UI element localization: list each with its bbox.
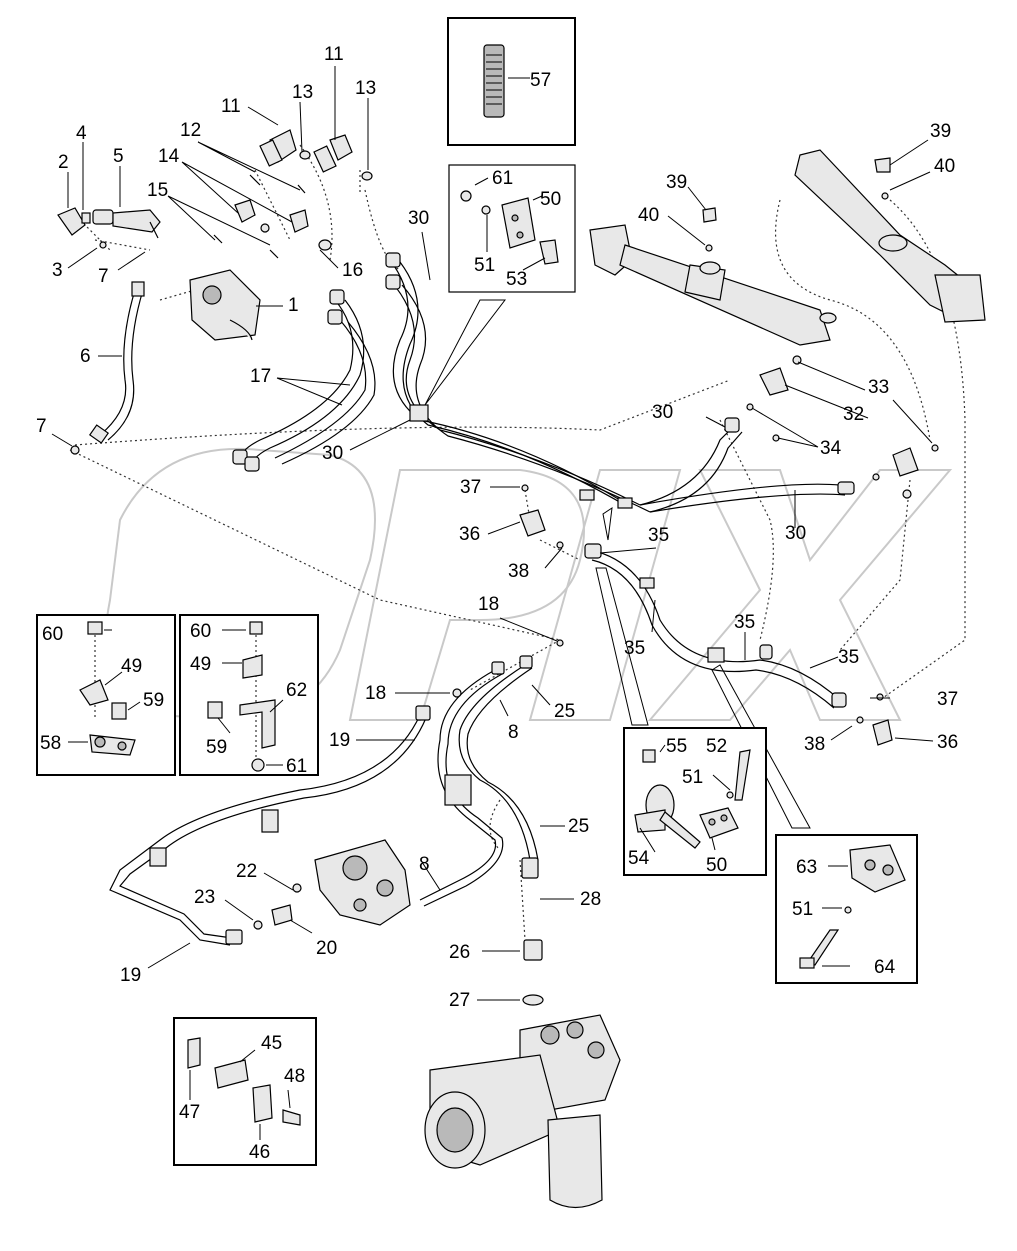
callout-label: 35 xyxy=(624,638,645,659)
callout-label: 45 xyxy=(261,1033,282,1054)
callout-label: 57 xyxy=(530,70,551,91)
callout-label: 19 xyxy=(329,730,350,751)
callout-label: 2 xyxy=(58,152,69,173)
callout-label: 26 xyxy=(449,942,470,963)
callout-label: 32 xyxy=(843,404,864,425)
callout-label: 46 xyxy=(249,1142,270,1163)
detail-box-clip xyxy=(173,1017,317,1166)
callout-label: 61 xyxy=(286,756,307,777)
callout-label: 12 xyxy=(180,120,201,141)
callout-label: 50 xyxy=(540,189,561,210)
callout-label: 4 xyxy=(76,123,87,144)
hose-6 xyxy=(70,281,145,455)
callout-label: 25 xyxy=(554,701,575,722)
callout-label: 28 xyxy=(580,889,601,910)
hoses-17 xyxy=(232,289,376,472)
callout-label: 40 xyxy=(638,205,659,226)
callout-label: 16 xyxy=(342,260,363,281)
callout-label: 13 xyxy=(292,82,313,103)
callout-label: 61 xyxy=(492,168,513,189)
callout-label: 18 xyxy=(478,594,499,615)
detail-box-bracket-b xyxy=(179,614,319,776)
callout-label: 37 xyxy=(460,477,481,498)
callout-label: 60 xyxy=(42,624,63,645)
callout-label: 59 xyxy=(143,690,164,711)
callout-label: 39 xyxy=(930,121,951,142)
callout-label: 48 xyxy=(284,1066,305,1087)
callout-label: 37 xyxy=(937,689,958,710)
fittings-center-right xyxy=(452,157,939,746)
callout-label: 8 xyxy=(508,722,519,743)
callout-labels: 1 2 4 5 3 7 6 7 11 11 13 13 12 14 15 16 … xyxy=(36,44,958,1163)
callout-label: 7 xyxy=(36,416,47,437)
callout-label: 60 xyxy=(190,621,211,642)
callout-label: 38 xyxy=(804,734,825,755)
callout-label: 5 xyxy=(113,146,124,167)
callout-label: 30 xyxy=(652,402,673,423)
callout-label: 30 xyxy=(785,523,806,544)
callout-label: 35 xyxy=(648,525,669,546)
callout-label: 53 xyxy=(506,269,527,290)
callout-label: 3 xyxy=(52,260,63,281)
callout-label: 27 xyxy=(449,990,470,1011)
callout-label: 52 xyxy=(706,736,727,757)
callout-label: 19 xyxy=(120,965,141,986)
callout-label: 6 xyxy=(80,346,91,367)
valve-block-part xyxy=(253,839,411,930)
callout-label: 54 xyxy=(628,848,650,869)
callout-label: 30 xyxy=(322,443,343,464)
callout-label: 18 xyxy=(365,683,386,704)
hydraulic-pump-part xyxy=(424,939,621,1209)
detail-box-57 xyxy=(447,17,576,146)
callout-label: 1 xyxy=(288,295,299,316)
callout-label: 49 xyxy=(190,654,211,675)
callout-label: 55 xyxy=(666,736,687,757)
callout-label: 63 xyxy=(796,857,817,878)
callout-label: 38 xyxy=(508,561,529,582)
detail-box-clamp-c xyxy=(775,834,918,984)
callout-label: 39 xyxy=(666,172,687,193)
callout-label: 11 xyxy=(324,44,344,65)
callout-label: 34 xyxy=(820,438,842,459)
tubes-8-19-25 xyxy=(109,655,539,946)
callout-label: 59 xyxy=(206,737,227,758)
callout-label: 23 xyxy=(194,887,215,908)
callout-label: 25 xyxy=(568,816,589,837)
callout-label: 51 xyxy=(474,255,495,276)
hoses-35 xyxy=(584,543,847,709)
callout-label: 40 xyxy=(934,156,955,177)
leader-lines xyxy=(51,66,934,1001)
detail-box-clamp-b xyxy=(623,727,767,876)
callout-label: 49 xyxy=(121,656,142,677)
callout-label: 64 xyxy=(874,957,896,978)
callout-label: 22 xyxy=(236,861,257,882)
fittings-upper-left xyxy=(57,129,373,259)
steering-cylinders xyxy=(589,149,986,346)
callout-label: 30 xyxy=(408,208,429,229)
callout-label: 35 xyxy=(838,647,859,668)
callout-label: 20 xyxy=(316,938,337,959)
detail-box-bracket-a xyxy=(36,614,176,776)
callout-label: 36 xyxy=(459,524,480,545)
callout-label: 62 xyxy=(286,680,307,701)
callout-label: 36 xyxy=(937,732,958,753)
callout-label: 51 xyxy=(792,899,813,920)
detail-box-clamp-a xyxy=(448,164,576,293)
callout-label: 58 xyxy=(40,733,61,754)
callout-label: 33 xyxy=(868,377,889,398)
callout-label: 7 xyxy=(98,266,109,287)
hoses-30 xyxy=(385,252,855,513)
callout-label: 51 xyxy=(682,767,703,788)
callout-label: 15 xyxy=(147,180,168,201)
steering-valve-part xyxy=(189,269,261,341)
callout-label: 35 xyxy=(734,612,755,633)
callout-label: 13 xyxy=(355,78,376,99)
callout-label: 11 xyxy=(221,96,241,117)
callout-label: 50 xyxy=(706,855,727,876)
callout-label: 8 xyxy=(419,854,430,875)
callout-label: 47 xyxy=(179,1102,200,1123)
callout-label: 17 xyxy=(250,366,271,387)
callout-label: 14 xyxy=(158,146,180,167)
